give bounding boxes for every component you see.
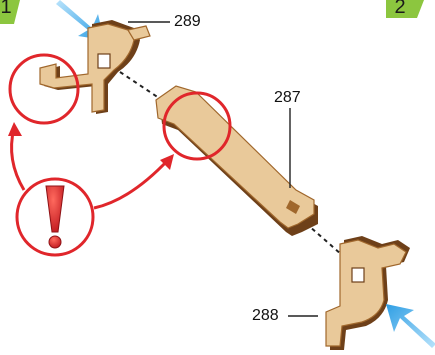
callout-part-288: 288 — [252, 308, 279, 324]
highlight-circle-hook — [10, 55, 78, 123]
part-289-piece — [40, 20, 150, 114]
warning-link-arrowheads — [8, 122, 174, 170]
part-287-piece — [156, 86, 318, 236]
blue-pointer-arrow-icon — [386, 304, 435, 348]
step-number-2: 2 — [392, 0, 408, 17]
callout-part-287: 287 — [274, 90, 301, 106]
part-288-piece — [326, 236, 410, 350]
exclamation-warning-icon — [17, 179, 93, 255]
step-number-1: 1 — [0, 0, 14, 17]
callout-part-289: 289 — [174, 14, 201, 30]
